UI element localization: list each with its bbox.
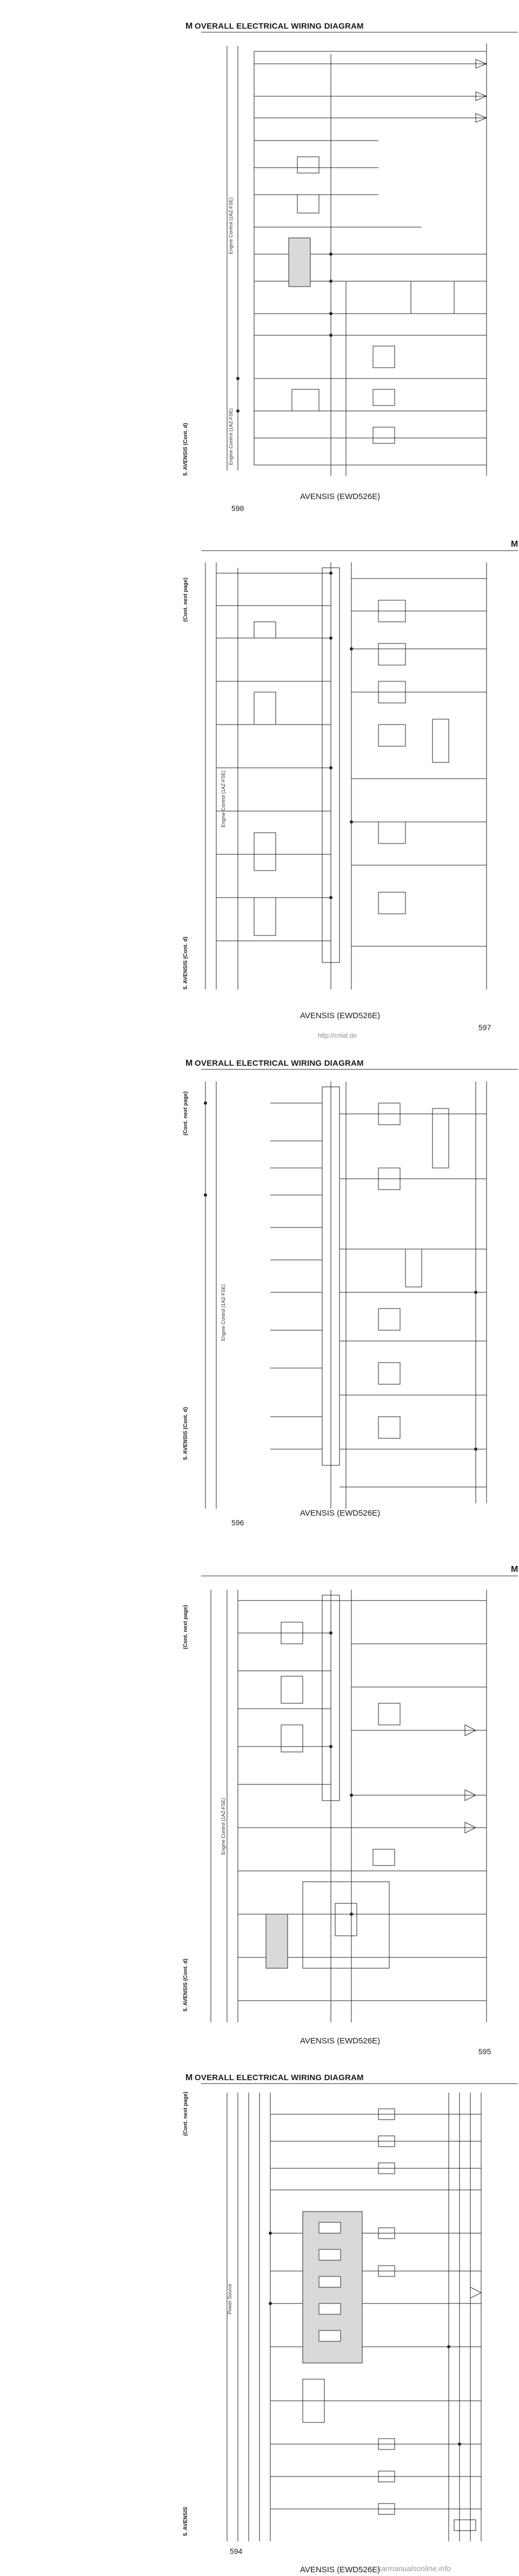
header-m: M (185, 1059, 193, 1068)
page-number: 596 (231, 1518, 244, 1527)
page-595: M (Cont. next page) 5. AVENSIS (Cont. d)… (0, 1546, 519, 2066)
header-m: M (185, 2073, 193, 2082)
page-594: M OVERALL ELECTRICAL WIRING DIAGRAM (Con… (0, 2055, 519, 2576)
header-m: M (511, 540, 518, 549)
model-footer: AVENSIS (EWD526E) (300, 1509, 381, 1518)
model-footer: AVENSIS (EWD526E) (300, 2565, 381, 2574)
header-m: M (511, 1565, 518, 1574)
page-number: 595 (478, 2047, 491, 2056)
model-footer: AVENSIS (EWD526E) (300, 1011, 381, 1020)
header-m: M (185, 22, 193, 31)
model-footer: AVENSIS (EWD526E) (300, 492, 381, 501)
header-title: OVERALL ELECTRICAL WIRING DIAGRAM (195, 22, 364, 31)
watermark: http://cnlat.de (318, 1032, 357, 1039)
site-brand: carmanualsonline.info (377, 2564, 451, 2573)
page-number: 598 (231, 504, 244, 513)
page-number: 597 (478, 1023, 491, 1032)
header-title: OVERALL ELECTRICAL WIRING DIAGRAM (195, 2073, 364, 2082)
wiring-diagram-596 (204, 1081, 487, 1509)
header-title: OVERALL ELECTRICAL WIRING DIAGRAM (195, 1059, 364, 1068)
header-rule (201, 550, 518, 551)
page-598: M OVERALL ELECTRICAL WIRING DIAGRAM 5. A… (0, 0, 519, 519)
page-596: M OVERALL ELECTRICAL WIRING DIAGRAM (Con… (0, 1038, 519, 1557)
header-rule (201, 1069, 518, 1070)
wiring-diagram-597 (205, 562, 487, 990)
page-number: 594 (230, 2547, 243, 2555)
wiring-diagram-598 (227, 43, 488, 476)
wiring-diagram-594 (227, 2093, 482, 2541)
model-footer: AVENSIS (EWD526E) (300, 2036, 381, 2046)
header-rule (201, 2083, 518, 2084)
page-597: M (Cont. next page) 5. AVENSIS (Cont. d)… (0, 519, 519, 1039)
wiring-diagram-595 (210, 1590, 487, 2022)
